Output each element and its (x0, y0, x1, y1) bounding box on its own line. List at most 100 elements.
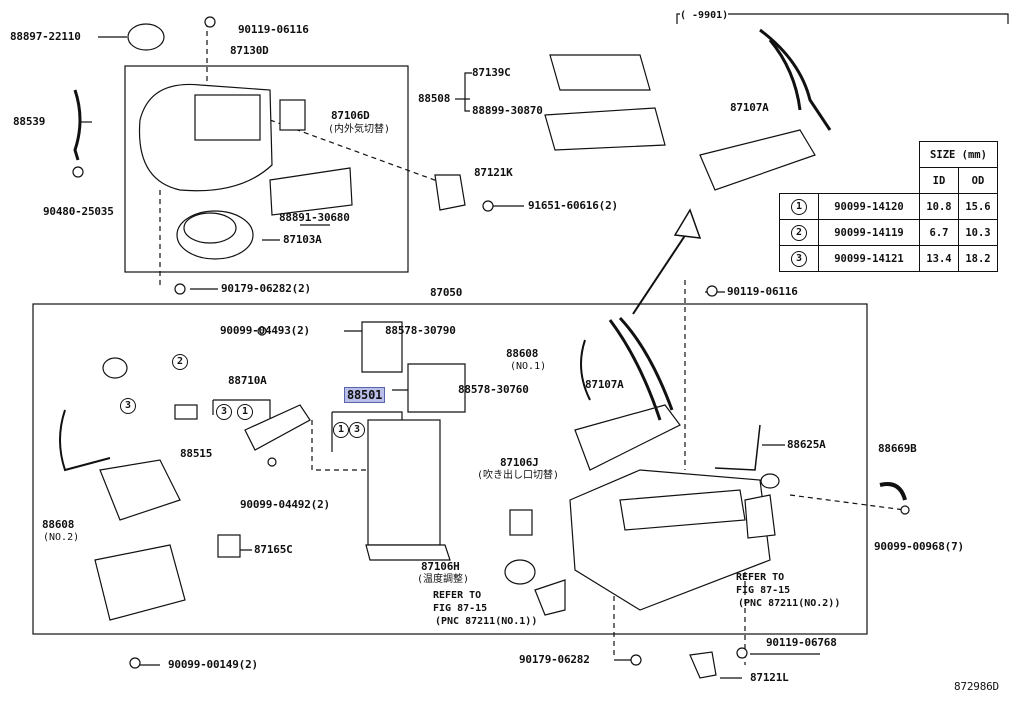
ref-circle: 1 (791, 198, 807, 215)
table-row[interactable]: 1 90099-14120 10.8 15.6 (779, 193, 998, 220)
label-87106j[interactable]: 87106J (500, 456, 539, 469)
label-87103a[interactable]: 87103A (283, 233, 322, 246)
label-90179-06282-2[interactable]: 90179-06282(2) (221, 282, 311, 295)
label-88608-no1[interactable]: 88608 (506, 347, 539, 360)
duct-88608-no2-bracket (99, 459, 181, 521)
label-87106h[interactable]: 87106H (421, 560, 460, 573)
wire-88608-no1 (580, 339, 591, 401)
callout-1-88710a[interactable]: 1 (237, 404, 253, 420)
outer-diameter: 10.3 (958, 219, 998, 246)
blower-assembly-frame (124, 65, 409, 273)
note-87106h: (温度調整) (417, 574, 470, 585)
label-90099-00149-2[interactable]: 90099-00149(2) (168, 658, 258, 671)
label-87165c[interactable]: 87165C (254, 543, 293, 556)
label-88501[interactable]: 88501 (344, 387, 386, 403)
label-90179-06282[interactable]: 90179-06282 (519, 653, 590, 666)
module-87165c (217, 534, 241, 558)
callout-3-88710a[interactable]: 3 (216, 404, 232, 420)
label-90099-04492-2[interactable]: 90099-04492(2) (240, 498, 330, 511)
label-88899-30870[interactable]: 88899-30870 (472, 104, 543, 117)
bracket-87211-no1 (534, 579, 566, 616)
expansion-valve-88515 (174, 404, 198, 420)
label-88578-30790[interactable]: 88578-30790 (385, 324, 456, 337)
label-91651-60616-2[interactable]: 91651-60616(2) (528, 199, 618, 212)
col-od: OD (958, 167, 998, 194)
heater-core-top (699, 129, 816, 191)
label-87121k[interactable]: 87121K (474, 166, 513, 179)
callout-3-88501[interactable]: 3 (349, 422, 365, 438)
label-88508[interactable]: 88508 (418, 92, 451, 105)
part-number[interactable]: 90099-14121 (818, 245, 920, 272)
label-90480-25035[interactable]: 90480-25035 (43, 205, 114, 218)
refer-no2-line1: REFER TO (736, 572, 785, 583)
refer-no2-line2[interactable]: FIG 87-15 (736, 585, 791, 596)
bracket-87121k (434, 174, 466, 211)
label-87107a-mid[interactable]: 87107A (585, 378, 624, 391)
label-87121l[interactable]: 87121L (750, 671, 789, 684)
seal-ring (127, 23, 165, 51)
label-88578-30760[interactable]: 88578-30760 (458, 383, 529, 396)
refer-no2-line3: (PNC 87211(NO.2)) (738, 598, 841, 609)
label-87050[interactable]: 87050 (430, 286, 463, 299)
callout-1-88501[interactable]: 1 (333, 422, 349, 438)
refer-no1-line3: (PNC 87211(NO.1)) (435, 616, 538, 627)
callout-3-left[interactable]: 3 (120, 398, 136, 414)
heater-core-87107a (574, 404, 681, 471)
label-90119-06768[interactable]: 90119-06768 (766, 636, 837, 649)
callout-2-left[interactable]: 2 (172, 354, 188, 370)
main-unit-frame (32, 303, 868, 635)
sensor-88625a (760, 473, 780, 489)
pipe-88710a (244, 404, 311, 451)
label-88669b[interactable]: 88669B (878, 442, 917, 455)
label-88897-22110[interactable]: 88897-22110 (10, 30, 81, 43)
filter-88578-30760 (407, 363, 466, 413)
oring-size-table: SIZE (mm) ID OD 1 90099-14120 10.8 15.6 … (779, 141, 998, 272)
size-header: SIZE (mm) (919, 141, 998, 168)
duct-lower (94, 544, 186, 621)
bracket-87211-no2 (744, 494, 776, 539)
label-90099-00968-7[interactable]: 90099-00968(7) (874, 540, 964, 553)
servo-motor-87106d (279, 99, 306, 131)
note-88608-no2: (NO.2) (43, 532, 80, 543)
part-number[interactable]: 90099-14119 (818, 219, 920, 246)
part-number[interactable]: 90099-14120 (818, 193, 920, 220)
label-88710a[interactable]: 88710A (228, 374, 267, 387)
label-90119-06116-mid[interactable]: 90119-06116 (727, 285, 798, 298)
filter-88578-30790 (361, 321, 403, 373)
servo-87106h (504, 559, 536, 585)
range-label: ( -9901) (680, 10, 729, 21)
refer-no1-line2[interactable]: FIG 87-15 (433, 603, 488, 614)
col-id: ID (919, 167, 959, 194)
label-88891-30680[interactable]: 88891-30680 (279, 211, 350, 224)
label-87130d[interactable]: 87130D (230, 44, 269, 57)
inner-diameter: 6.7 (919, 219, 959, 246)
filter-88899 (544, 107, 666, 151)
note-87106d: (内外気切替) (328, 124, 391, 135)
clip-90480 (72, 166, 84, 178)
wire-88608-no2 (59, 409, 111, 472)
table-row[interactable]: 3 90099-14121 13.4 18.2 (779, 245, 998, 272)
evaporator-tray (365, 544, 451, 561)
label-88608-no2[interactable]: 88608 (42, 518, 75, 531)
refer-no1-line1: REFER TO (433, 590, 482, 601)
label-88625a[interactable]: 88625A (787, 438, 826, 451)
label-87107a-top[interactable]: 87107A (730, 101, 769, 114)
table-row[interactable]: 2 90099-14119 6.7 10.3 (779, 219, 998, 246)
outer-diameter: 18.2 (958, 245, 998, 272)
diagram-id: 872986D (954, 680, 999, 693)
label-87139c[interactable]: 87139C (472, 66, 511, 79)
hose-88539 (73, 89, 82, 161)
inner-diameter: 13.4 (919, 245, 959, 272)
label-90099-04493-2[interactable]: 90099-04493(2) (220, 324, 310, 337)
label-87106d[interactable]: 87106D (331, 109, 370, 122)
filter-87139c (549, 54, 651, 91)
label-88515[interactable]: 88515 (180, 447, 213, 460)
table-subheader-row: ID OD (780, 167, 998, 194)
damper-88891 (269, 167, 353, 216)
ref-circle: 2 (791, 224, 807, 241)
label-88539[interactable]: 88539 (13, 115, 46, 128)
label-90119-06116-top[interactable]: 90119-06116 (238, 23, 309, 36)
ref-circle: 3 (791, 250, 807, 267)
